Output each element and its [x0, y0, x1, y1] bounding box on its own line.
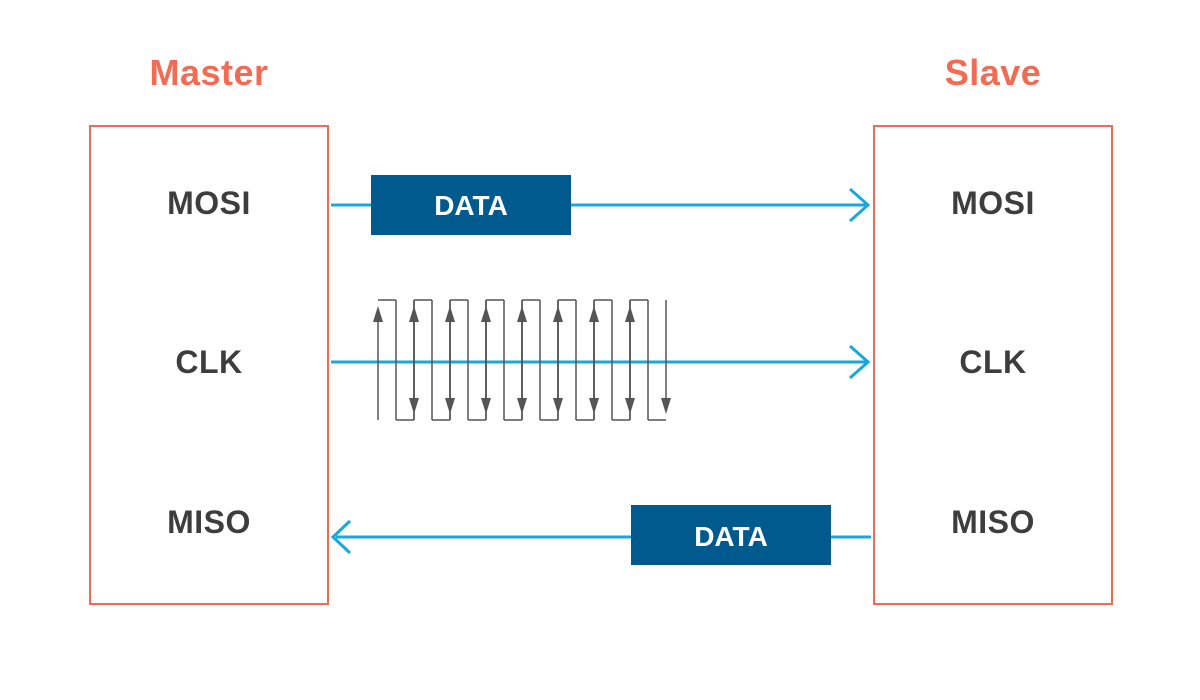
clock-down-arrow — [661, 398, 671, 414]
master-box: MOSI CLK MISO — [89, 125, 329, 605]
slave-clk-label: CLK — [959, 344, 1027, 380]
clock-up-arrow — [517, 306, 527, 322]
miso-data-box — [631, 505, 831, 565]
master-title: Master — [149, 52, 269, 93]
mosi-data-box — [371, 175, 571, 235]
mosi-arrowhead — [849, 187, 871, 223]
clock-up-arrow — [589, 306, 599, 322]
slave-title: Slave — [944, 52, 1042, 93]
clock-signal — [373, 299, 671, 421]
clock-up-arrow — [553, 306, 563, 322]
clock-up-arrow — [625, 306, 635, 322]
mosi-data-label: DATA — [434, 190, 508, 221]
clock-up-arrow — [409, 306, 419, 322]
slave-mosi-label: MOSI — [951, 185, 1035, 221]
clk-arrowhead — [849, 344, 871, 380]
clock-up-arrow — [481, 306, 491, 322]
miso-data-label: DATA — [694, 521, 768, 552]
master-clk-label: CLK — [175, 344, 243, 380]
slave-miso-label: MISO — [951, 504, 1035, 540]
clock-up-arrow — [445, 306, 455, 322]
slave-box: MOSI CLK MISO — [873, 125, 1113, 605]
clock-up-arrow — [373, 306, 383, 322]
master-miso-label: MISO — [167, 504, 251, 540]
master-mosi-label: MOSI — [167, 185, 251, 221]
miso-arrowhead — [330, 519, 352, 555]
